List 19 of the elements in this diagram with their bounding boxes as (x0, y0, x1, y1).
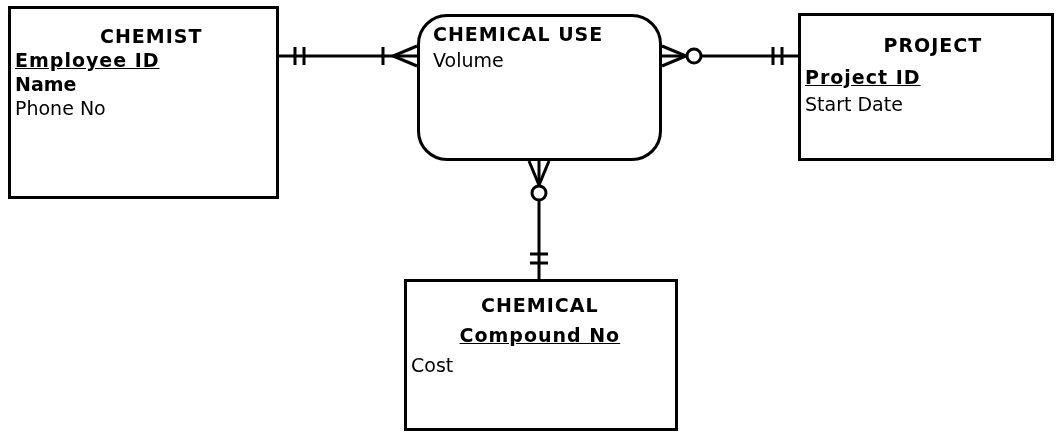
entity-name: PROJECT (883, 34, 983, 56)
attribute-text: Name (15, 73, 77, 95)
entity-box (404, 279, 678, 431)
entity-name: CHEMIST (100, 25, 203, 47)
entity-name: CHEMICAL (481, 294, 599, 316)
associative-entity-box (417, 14, 662, 161)
entity-box (798, 13, 1054, 161)
attribute-text: Phone No (15, 97, 106, 119)
relationship-line (279, 44, 419, 68)
entity-box (8, 6, 279, 199)
primary-key-attribute: Project ID (805, 66, 921, 88)
relationship-line (527, 159, 551, 279)
attribute-text: Volume (433, 49, 504, 71)
attribute-text: Cost (411, 354, 454, 376)
primary-key-attribute: Compound No (459, 324, 621, 346)
relationship-line (660, 44, 798, 68)
attribute-text: Start Date (805, 93, 903, 115)
primary-key-attribute: Employee ID (15, 49, 160, 71)
entity-name: CHEMICAL USE (433, 23, 604, 45)
